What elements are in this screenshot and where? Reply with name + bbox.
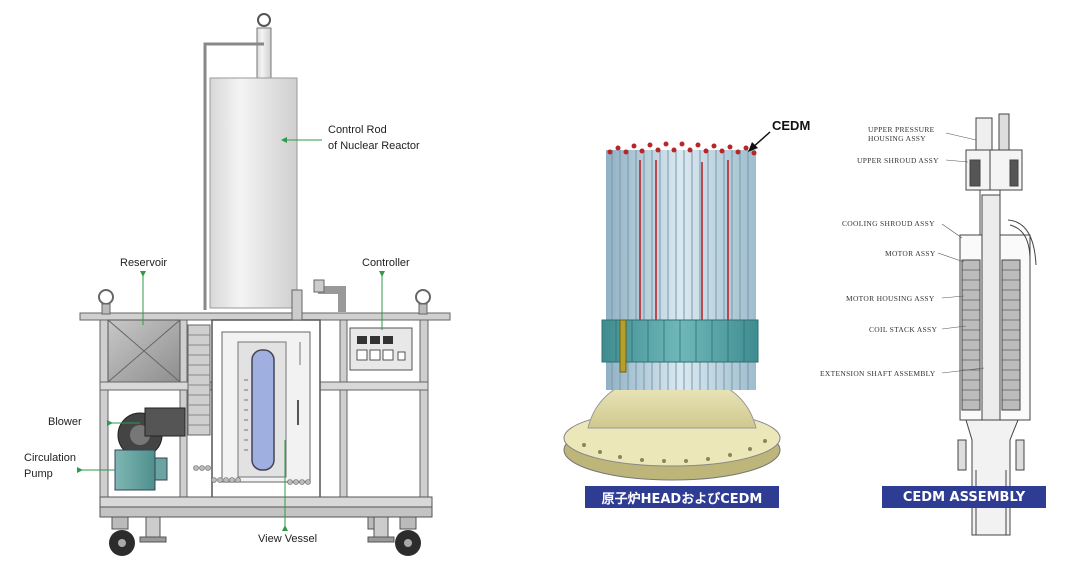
controller-box [349,327,413,371]
label-control-rod-line1: Control Rod [328,124,387,136]
label-pump-line2: Pump [24,468,53,480]
caption-cedm-assembly: CEDM ASSEMBLY [882,486,1046,508]
blower [117,407,186,458]
label-view-vessel: View Vessel [258,533,318,545]
label-reservoir: Reservoir [120,257,168,269]
label-upper-pressure: UPPER PRESSURE HOUSING ASSY [868,125,935,143]
circulation-pump [114,449,168,491]
label-upper-pressure-line2: HOUSING ASSY [868,134,926,143]
reservoir-box [107,319,181,383]
label-cooling-shroud: COOLING SHROUD ASSY [842,219,935,228]
label-upper-pressure-line1: UPPER PRESSURE [868,125,935,134]
label-upper-shroud: UPPER SHROUD ASSY [857,156,939,165]
caster-wheels [109,516,421,556]
label-control-rod: Control Rod of Nuclear Reactor [328,122,420,154]
top-pipe [203,42,264,310]
view-vessel [211,289,321,499]
label-circulation-pump: Circulation Pump [24,450,76,482]
label-extension-shaft: EXTENSION SHAFT ASSEMBLY [820,369,936,378]
cedm-rod-bundle [601,141,759,390]
caption-reactor-head: 原子炉HEADおよびCEDM [585,486,779,508]
label-pump-line1: Circulation [24,452,76,464]
label-coil-stack: COIL STACK ASSY [869,325,938,334]
label-motor: MOTOR ASSY [885,249,936,258]
label-blower: Blower [48,416,82,428]
control-rod-cylinder [209,77,298,309]
flexible-hose [187,324,211,436]
label-motor-housing: MOTOR HOUSING ASSY [846,294,935,303]
cedm-tag: CEDM [772,118,811,133]
label-controller: Controller [362,257,410,269]
label-control-rod-line2: of Nuclear Reactor [328,140,420,152]
